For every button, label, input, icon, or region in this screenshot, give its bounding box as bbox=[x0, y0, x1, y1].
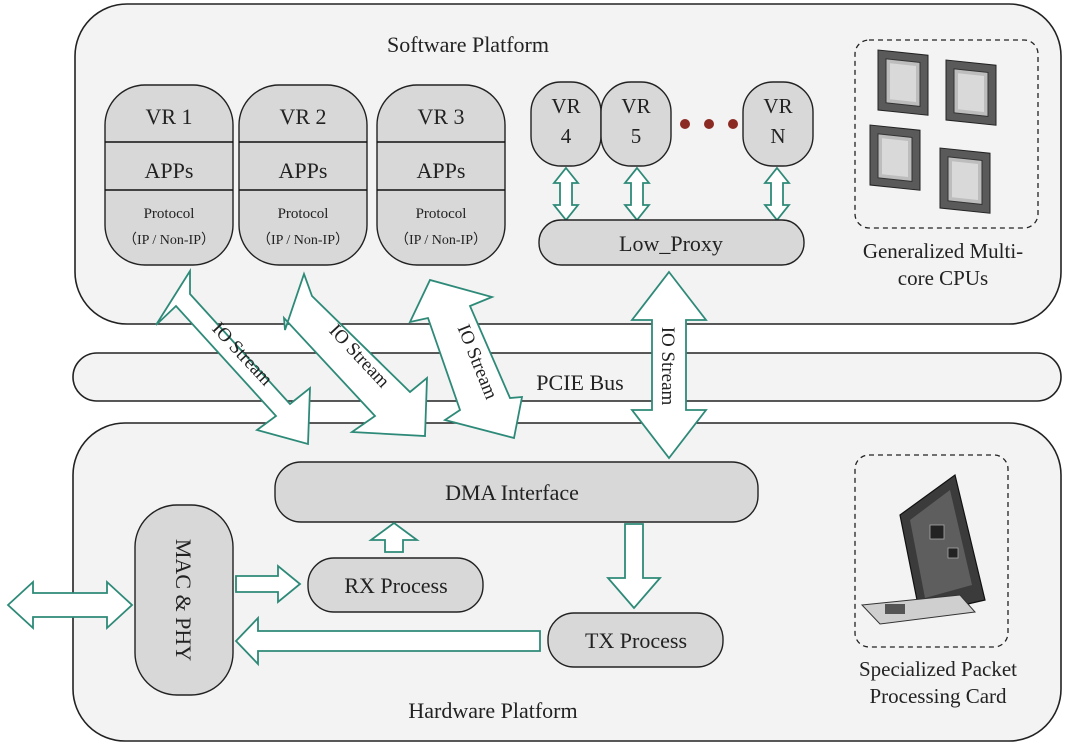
tx-process-box bbox=[547, 612, 724, 668]
low-proxy-box bbox=[538, 219, 805, 266]
low-proxy-label: Low_Proxy bbox=[619, 231, 723, 256]
cpu-chip-icon bbox=[869, 49, 997, 214]
tx-to-mac-arrow bbox=[234, 615, 541, 667]
io-stream-arrow-2: IO Stream bbox=[282, 271, 428, 437]
dma-interface-label: DMA Interface bbox=[445, 480, 579, 505]
mac-to-rx-arrow bbox=[235, 564, 302, 604]
vr-1-stack: VR 1 APPs Protocol （IP / Non-IP） bbox=[104, 84, 234, 266]
rx-process-box bbox=[307, 557, 484, 613]
vr-1-label: VR 1 bbox=[145, 104, 192, 129]
svg-text:VR: VR bbox=[551, 94, 580, 118]
vr-1-protocol-type: （IP / Non-IP） bbox=[123, 232, 215, 248]
vr-n: VR N bbox=[742, 81, 814, 167]
vr-1-protocol: Protocol bbox=[144, 206, 195, 222]
vr-3-apps: APPs bbox=[417, 158, 466, 183]
card-label-line1: Specialized Packet bbox=[859, 657, 1017, 681]
vr-3-protocol: Protocol bbox=[416, 206, 467, 222]
vr-3-label: VR 3 bbox=[417, 104, 464, 129]
tx-process-label: TX Process bbox=[585, 628, 687, 653]
cpus-label-line1: Generalized Multi- bbox=[863, 239, 1023, 263]
dma-interface-box bbox=[274, 461, 759, 523]
mac-phy-box bbox=[134, 504, 234, 696]
vr-3-protocol-type: （IP / Non-IP） bbox=[395, 232, 487, 248]
svg-text:5: 5 bbox=[631, 124, 642, 148]
rx-to-dma-arrow bbox=[368, 521, 420, 553]
dma-to-tx-arrow bbox=[606, 523, 662, 610]
vr-1-apps: APPs bbox=[145, 158, 194, 183]
card-dashed-frame bbox=[854, 454, 1009, 648]
vr-5: VR 5 bbox=[600, 81, 672, 167]
vr-2-apps: APPs bbox=[279, 158, 328, 183]
io-stream-arrow-4: IO Stream bbox=[630, 270, 708, 460]
cpus-dashed-frame bbox=[854, 39, 1039, 229]
svg-text:IO Stream: IO Stream bbox=[657, 327, 678, 406]
card-label-line2: Processing Card bbox=[869, 684, 1007, 708]
vr-2-protocol-type: （IP / Non-IP） bbox=[257, 232, 349, 248]
mac-phy-label: MAC & PHY bbox=[171, 539, 196, 661]
vr-2-stack: VR 2 APPs Protocol （IP / Non-IP） bbox=[238, 84, 368, 266]
vr-3-stack: VR 3 APPs Protocol （IP / Non-IP） bbox=[376, 84, 506, 266]
pcie-bus bbox=[72, 352, 1062, 402]
svg-text:N: N bbox=[770, 124, 785, 148]
svg-text:VR: VR bbox=[763, 94, 792, 118]
cpus-label-line2: core CPUs bbox=[898, 266, 988, 290]
svg-text:4: 4 bbox=[561, 124, 572, 148]
external-link-arrow bbox=[6, 579, 134, 631]
packet-card-icon bbox=[860, 473, 986, 625]
vr-2-protocol: Protocol bbox=[278, 206, 329, 222]
pcie-bus-label: PCIE Bus bbox=[536, 370, 623, 395]
software-platform-title: Software Platform bbox=[387, 32, 549, 57]
vr-4: VR 4 bbox=[530, 81, 602, 167]
vr-2-label: VR 2 bbox=[279, 104, 326, 129]
ellipsis-dots bbox=[680, 119, 738, 129]
rx-process-label: RX Process bbox=[344, 573, 447, 598]
svg-text:VR: VR bbox=[621, 94, 650, 118]
hardware-platform-title: Hardware Platform bbox=[408, 698, 577, 723]
